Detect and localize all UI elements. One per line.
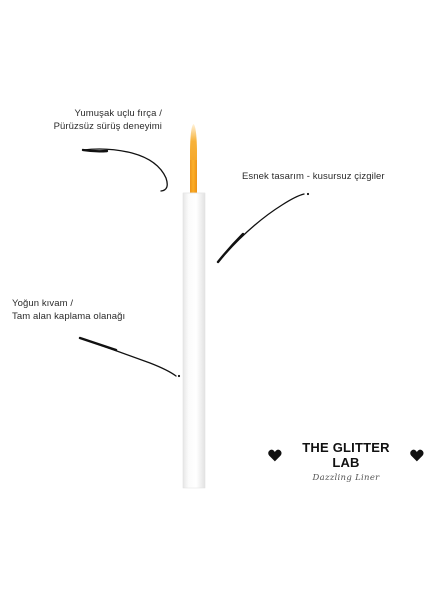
callout-line-brush bbox=[81, 148, 168, 192]
heart-icon bbox=[410, 449, 424, 461]
callout-line-flexible bbox=[216, 192, 310, 264]
callout-line-coverage bbox=[78, 336, 181, 378]
brand-tagline: Dazzling Liner bbox=[312, 473, 380, 483]
callout-brush-line2: Pürüzsüz sürüş deneyimi bbox=[53, 121, 162, 132]
callout-brush-line1: Yumuşak uçlu fırça / bbox=[74, 108, 162, 119]
callout-coverage-line2: Tam alan kaplama olanağı bbox=[12, 311, 126, 322]
callout-coverage-line1: Yoğun kıvam / bbox=[12, 298, 74, 309]
heart-icon bbox=[268, 449, 282, 461]
callout-flexible-line1: Esnek tasarım - kusursuz çizgiler bbox=[242, 171, 385, 182]
callout-coverage: Yoğun kıvam / Tam alan kaplama olanağı bbox=[12, 297, 152, 323]
callout-flexible: Esnek tasarım - kusursuz çizgiler bbox=[242, 170, 422, 183]
liner-handle bbox=[182, 192, 206, 489]
brand-name: THE GLITTER LAB bbox=[302, 440, 390, 470]
callout-brush: Yumuşak uçlu fırça / Pürüzsüz sürüş dene… bbox=[12, 107, 162, 133]
brand-logo: THE GLITTER LAB Dazzling Liner bbox=[268, 440, 424, 483]
